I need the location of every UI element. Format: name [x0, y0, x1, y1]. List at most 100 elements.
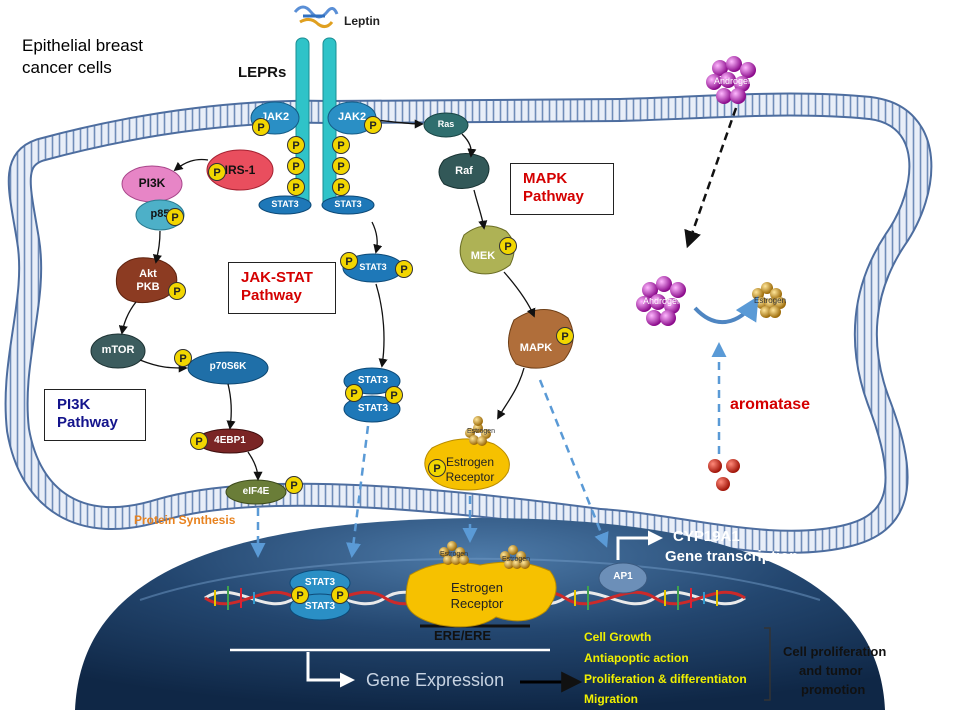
jak-stat-title: JAK-STAT [241, 269, 313, 286]
mtor-label: mTOR [101, 344, 135, 356]
protein-synthesis-label: Protein Synthesis [134, 513, 236, 527]
eif-label: eIF4E [242, 486, 270, 497]
phospho-badge: P [385, 386, 403, 404]
stat3-right-label: STAT3 [334, 199, 362, 209]
estrogen-cluster-n1 [439, 541, 469, 565]
phospho-badge: P [499, 237, 517, 255]
outcome-3: Proliferation & differentiaton [584, 672, 747, 686]
jak-stat-pathway-box: JAK-STAT Pathway [228, 262, 336, 314]
phospho-badge: P [252, 118, 270, 136]
stat3-left-label: STAT3 [271, 199, 299, 209]
stat3-dimer-bottom-label: STAT3 [357, 403, 389, 414]
arrow-akt-mtor [118, 301, 137, 335]
er-cyto-label-1: Estrogen [445, 455, 495, 469]
phospho-badge: P [395, 260, 413, 278]
outcome-1: Cell Growth [584, 630, 652, 644]
estrogen-er-label: Estrogen [467, 428, 496, 435]
dash-arrow-androgen [684, 107, 738, 249]
akt-label-1: Akt [139, 268, 157, 280]
phospho-badge: P [285, 476, 303, 494]
androgen-top-label: Androgen [714, 76, 754, 86]
mek-label: MEK [470, 250, 496, 262]
arrow-p85-akt [152, 230, 162, 264]
irs1-shape [206, 149, 274, 191]
dash-arrow-stat [346, 425, 370, 558]
phospho-badge: P [332, 178, 350, 196]
phospho-badge: P [166, 208, 184, 226]
mtor-shape [90, 333, 146, 369]
estrogen-n2-label: Estrogen [502, 556, 531, 563]
mapk-pathway-box: MAPK Pathway [510, 163, 614, 215]
arrow-ebp-eif [247, 451, 263, 481]
gene-expression-label: Gene Expression [366, 670, 505, 690]
irs1-label: IRS-1 [224, 163, 256, 177]
arrow-irs-pi3k [173, 158, 209, 172]
arrow-stat-dimer [375, 283, 388, 368]
mapk-sub: Pathway [523, 188, 584, 205]
phospho-badge: P [291, 586, 309, 604]
phospho-badge: P [287, 136, 305, 154]
phospho-badge: P [287, 157, 305, 175]
jak2-right-label: JAK2 [337, 111, 367, 123]
outcome-bracket [764, 627, 771, 701]
aromatase-molecules [708, 459, 740, 491]
p85-label: p85 [150, 208, 170, 220]
gene-expression-arrow [306, 652, 355, 688]
cell-label-2: cancer cells [22, 58, 112, 77]
ap1-label: AP1 [613, 571, 633, 582]
phospho-badge: P [287, 178, 305, 196]
arrow-mapk-er [497, 367, 525, 420]
phospho-badge: P [428, 459, 446, 477]
outcome-summary-1: Cell proliferation [783, 644, 887, 659]
estrogen-cluster-er [465, 416, 491, 446]
mapk-shape [508, 309, 574, 369]
akt-label-2: PKB [136, 281, 160, 293]
er-nuc-label-2: Receptor [450, 596, 504, 611]
outcome-summary-3: promotion [801, 682, 866, 697]
leptin-label: Leptin [344, 14, 380, 28]
stat3-dimer-top-label: STAT3 [357, 375, 389, 386]
ebp-label: 4EBP1 [214, 435, 246, 446]
arrow-mtor-p70 [139, 359, 188, 373]
estrogen-receptor-nucleus [405, 561, 557, 628]
stat3-left-shape [258, 195, 312, 215]
cell-label-1: Epithelial breast [22, 36, 143, 55]
stat3-right-shape [321, 195, 375, 215]
cyp-transcription-arrow [616, 530, 663, 560]
estrogen-free-label: Estrogen [754, 296, 787, 305]
arrow-ras-raf [461, 133, 477, 158]
phospho-badge: P [190, 432, 208, 450]
estrogen-cluster-n2 [500, 545, 530, 569]
arrow-stat-recep [371, 221, 383, 254]
mapk-label: MAPK [519, 342, 553, 354]
conversion-arrow [693, 295, 759, 325]
cyp-label-2: Gene transcription [665, 548, 799, 565]
er-nuc-label-1: Estrogen [450, 580, 504, 595]
jak2-left-label: JAK2 [260, 111, 290, 123]
outcome-4: Migration [584, 692, 638, 706]
androgen-cell-label: Androgen [643, 296, 683, 306]
arrow-p70-ebp [226, 383, 236, 430]
phospho-badge: P [168, 282, 186, 300]
ras-shape [423, 112, 469, 138]
stat3-nuc-bottom-label: STAT3 [304, 601, 336, 612]
phospho-badge: P [331, 586, 349, 604]
jak-stat-sub: Pathway [241, 287, 302, 304]
arrow-mek-mapk [503, 271, 536, 318]
mek-shape [459, 225, 515, 275]
er-cyto-label-2: Receptor [445, 470, 495, 484]
pi3k-label: PI3K [138, 176, 166, 190]
stat3-dimer-bottom [343, 395, 401, 423]
p70s6k-label: p70S6K [209, 361, 247, 372]
pi3k-title: PI3K [57, 396, 91, 413]
androgen-cluster-top [706, 56, 756, 104]
receptor-label: LEPRs [238, 64, 287, 81]
phospho-badge: P [364, 116, 382, 134]
stat3-p-label: STAT3 [359, 262, 387, 272]
outcome-2: Antiapoptic action [584, 651, 689, 665]
phospho-badge: P [556, 327, 574, 345]
arrow-raf-mek [473, 189, 488, 230]
phospho-badge: P [174, 349, 192, 367]
